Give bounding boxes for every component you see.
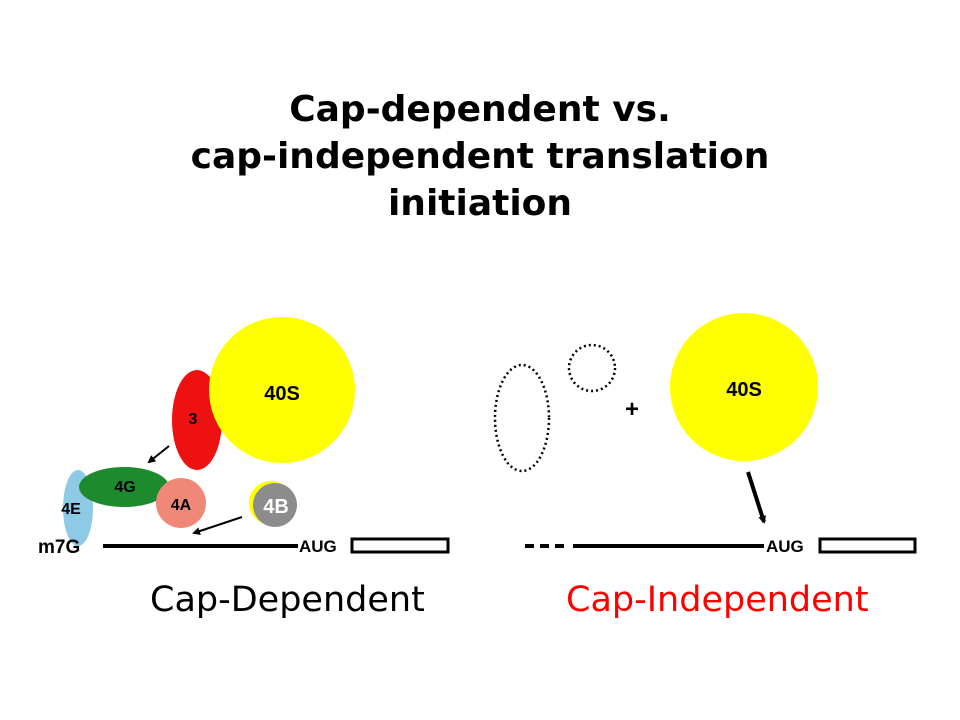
- title-line-3: initiation: [387, 183, 573, 224]
- title-line-1: Cap-dependent vs.: [289, 89, 671, 130]
- coding-region-box-right: [818, 537, 917, 554]
- eif4b-label: 4B: [263, 496, 289, 518]
- arrow-ribosome-to-aug: [746, 471, 766, 524]
- title-line-2: cap-independent translation: [190, 136, 770, 177]
- arrow-4b-to-4a: [192, 516, 243, 535]
- slide-title: Cap-dependent vs. cap-independent transl…: [0, 86, 960, 227]
- caption-cap-dependent: Cap-Dependent: [150, 580, 425, 620]
- start-codon-label-left: AUG: [299, 537, 337, 556]
- eif4a-label: 4A: [171, 497, 192, 514]
- eif4e-label: 4E: [61, 501, 81, 518]
- eif4b-factor: [253, 483, 297, 527]
- eif4a-factor: [156, 478, 206, 528]
- ribosome-label-left: 40S: [264, 383, 300, 405]
- arrow-3-to-4g: [147, 445, 170, 464]
- eif4g-label: 4G: [114, 479, 135, 496]
- plus-sign: +: [625, 396, 639, 423]
- eif4g-factor: [79, 467, 169, 507]
- cap-independent-panel: + 40S AUG: [493, 313, 917, 556]
- eif3-label: 3: [189, 411, 198, 428]
- absent-factor-outline-small: [567, 343, 617, 393]
- coding-region-box-left: [350, 537, 450, 554]
- caption-cap-independent: Cap-Independent: [566, 580, 869, 620]
- ribosome-40s-right: [670, 313, 818, 461]
- start-codon-label-right: AUG: [766, 537, 804, 556]
- absent-factor-outline-large: [493, 363, 551, 473]
- ribosome-40s-left: [209, 317, 355, 463]
- cap-dependent-panel: 40S 3 4G 4E 4A 4B m7G AUG: [38, 317, 450, 558]
- ribosome-label-right: 40S: [726, 379, 762, 401]
- cap-label: m7G: [38, 537, 80, 558]
